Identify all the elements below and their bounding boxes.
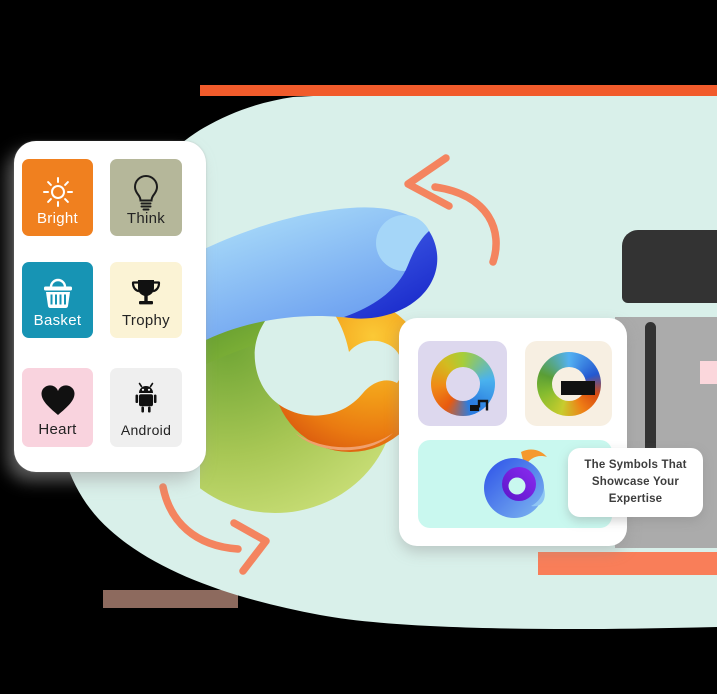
android-icon [135, 382, 157, 413]
tile-android: Android [110, 368, 182, 447]
caption-line: The Symbols That [584, 459, 687, 472]
basket-icon [43, 278, 72, 309]
g-letter-swirl-logo [536, 351, 601, 416]
caption-line: Expertise [608, 492, 663, 505]
arrow-down-right-icon [159, 483, 270, 575]
tile-label: Think [126, 210, 166, 227]
lightbulb-icon [133, 174, 159, 211]
caption-box: The Symbols That Showcase Your Expertise [568, 448, 703, 517]
tile-label: Trophy [122, 312, 170, 329]
droplet-six-logo [484, 449, 547, 518]
tile-trophy: Trophy [110, 262, 182, 338]
tile-label: Basket [33, 312, 82, 329]
tile-label: Heart [38, 421, 77, 438]
brown-bar [103, 590, 238, 608]
tile-bright: Bright [22, 159, 93, 236]
top-orange-bar [200, 85, 717, 96]
tile-think: Think [110, 159, 182, 236]
blue-dark-swoosh [344, 231, 438, 319]
caption-line: Showcase Your [591, 476, 680, 489]
tile-label: Bright [37, 210, 78, 227]
peach-crescent [295, 433, 393, 451]
dark-stripe [645, 322, 656, 448]
tile-basket: Basket [22, 262, 93, 338]
mint-counter [254, 290, 403, 416]
paint-roller-icon [470, 399, 489, 411]
logo-tile-g-letter [525, 341, 612, 426]
g-swirl-logo [200, 207, 438, 513]
logo-tile-paint-roller [418, 341, 507, 426]
arrow-up-left-icon [404, 154, 500, 266]
g-bar [560, 380, 595, 395]
ring-swirl-logo [430, 351, 495, 416]
heart-icon [41, 385, 74, 415]
trophy-icon [131, 280, 161, 305]
dark-panel [622, 230, 717, 303]
bottom-coral-bar [538, 552, 717, 575]
tile-label: Android [120, 422, 172, 438]
sun-icon [42, 177, 73, 207]
tile-heart: Heart [22, 368, 93, 447]
pink-square [700, 361, 717, 384]
icon-card: Bright Think Basket [14, 141, 206, 472]
